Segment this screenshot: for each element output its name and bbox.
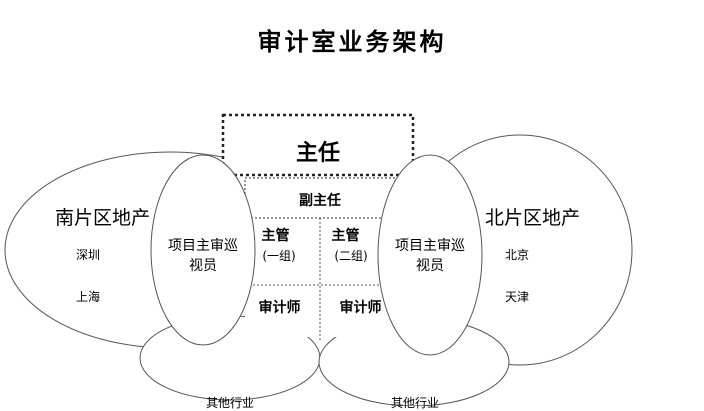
- inspector-left-ellipse: [150, 154, 256, 346]
- diagram-title: 审计室业务架构: [257, 27, 447, 56]
- other-industry-left-label: 其他行业: [205, 396, 254, 410]
- other-industry-right-label: 其他行业: [390, 396, 439, 410]
- director-box: [221, 113, 415, 177]
- supervisor-2-label: 主管: [331, 228, 360, 244]
- auditor-1-label: 审计师: [258, 300, 301, 316]
- auditor-2-label: 审计师: [339, 300, 382, 316]
- inspector-right-label: 项目主审巡视员: [395, 238, 465, 274]
- south-city-shenzhen: 深圳: [76, 248, 101, 262]
- inspector-left-label: 项目主审巡视员: [168, 238, 238, 274]
- supervisor-1-group: (一组): [262, 249, 296, 263]
- supervisor-1-label: 主管: [261, 228, 290, 244]
- north-region-label: 北片区地产: [485, 207, 581, 229]
- south-region-label: 南片区地产: [55, 207, 151, 229]
- south-city-shanghai: 上海: [76, 290, 101, 304]
- deputy-director-label: 副主任: [299, 193, 341, 209]
- north-city-tianjin: 天津: [505, 290, 530, 304]
- inspector-right-ellipse: [377, 154, 483, 356]
- supervisor-2-group: (二组): [334, 249, 368, 263]
- north-city-beijing: 北京: [505, 248, 530, 262]
- director-label: 主任: [295, 141, 340, 166]
